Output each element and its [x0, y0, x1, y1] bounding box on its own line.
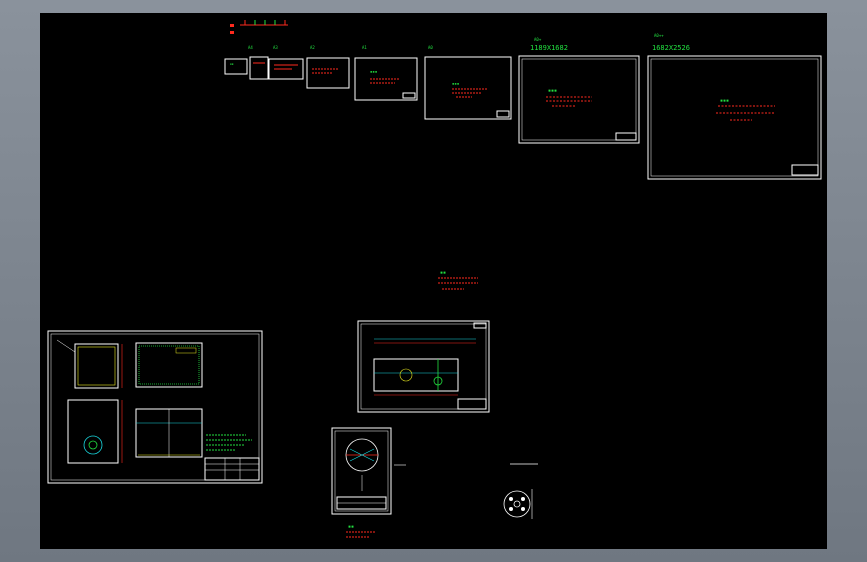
svg-text:A2: A2: [310, 45, 315, 50]
sheet-a00-size-label: 1682X2526: [652, 44, 690, 52]
sheet-a1[interactable]: A1 ▪▪▪: [354, 45, 418, 101]
svg-text:▪▪: ▪▪: [440, 270, 446, 276]
svg-text:▪▪: ▪▪: [230, 62, 234, 66]
detail-drawing-sheet[interactable]: [331, 427, 392, 515]
sheet-a0-size-label: 1189X1682: [530, 44, 568, 52]
sheet-a2[interactable]: A2: [306, 45, 350, 89]
svg-text:A1: A1: [362, 45, 367, 50]
sheet-a5[interactable]: ▪▪: [224, 58, 248, 75]
detail-notes[interactable]: ▪▪: [346, 524, 376, 538]
svg-text:▪▪▪: ▪▪▪: [370, 69, 377, 74]
flange-view[interactable]: [503, 489, 533, 519]
sheet-a00[interactable]: A0++ 1682X2526 ▪▪▪: [647, 33, 822, 180]
cad-drawing-canvas[interactable]: ▪▪ A4 A3 A2 A1 ▪▪▪ A0 ▪▪▪ A0+ 1189X1682: [40, 13, 827, 549]
sheet-a3[interactable]: A3: [268, 45, 304, 80]
assembly-drawing-sheet[interactable]: [47, 330, 263, 484]
sheet-a0-small[interactable]: A0 ▪▪▪: [424, 45, 512, 120]
svg-text:A0+: A0+: [534, 37, 542, 42]
svg-text:A3: A3: [273, 45, 278, 50]
model-space: ▪▪ A4 A3 A2 A1 ▪▪▪ A0 ▪▪▪ A0+ 1189X1682: [47, 20, 822, 538]
scale-bar: [230, 20, 288, 34]
part-drawing-sheet[interactable]: [357, 320, 490, 413]
floating-notes[interactable]: ▪▪: [438, 270, 478, 290]
svg-text:A0: A0: [428, 45, 433, 50]
svg-text:▪▪▪: ▪▪▪: [452, 81, 459, 86]
svg-text:▪▪: ▪▪: [348, 524, 354, 530]
sheet-a4[interactable]: A4: [248, 45, 269, 80]
sheet-a0[interactable]: A0+ 1189X1682 ▪▪▪: [518, 37, 640, 144]
svg-text:▪▪▪: ▪▪▪: [720, 98, 729, 104]
svg-text:A4: A4: [248, 45, 253, 50]
svg-text:▪▪▪: ▪▪▪: [548, 88, 557, 94]
svg-text:A0++: A0++: [654, 33, 664, 38]
